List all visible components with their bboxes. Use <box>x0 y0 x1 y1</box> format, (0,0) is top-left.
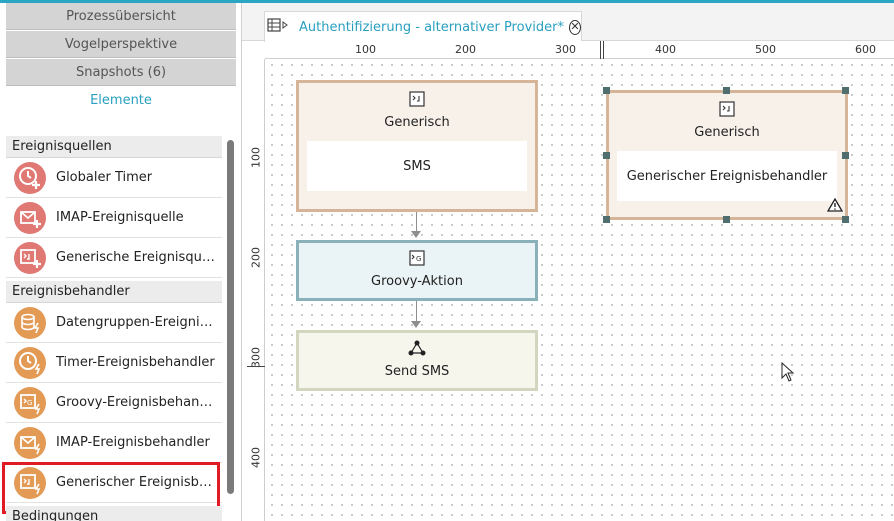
palette-item-label: IMAP-Ereignisbehandler <box>56 435 210 450</box>
resize-handle[interactable] <box>603 152 610 159</box>
ruler-label: 100 <box>355 43 376 56</box>
warning-icon <box>826 197 844 216</box>
palette-item-groovy-ereignisbehandler[interactable]: G Groovy-Ereignisbehandler <box>6 383 222 423</box>
node-generic-handler[interactable]: Generisch Generischer Ereignisbehandler <box>606 90 848 220</box>
ruler-label: 300 <box>555 43 576 56</box>
code-add-icon <box>14 241 46 274</box>
resize-handle[interactable] <box>603 87 610 94</box>
connector-line <box>416 212 417 232</box>
resize-handle[interactable] <box>842 216 849 223</box>
process-icon <box>267 17 293 37</box>
database-flash-icon <box>14 306 46 339</box>
action-network-icon <box>408 340 426 360</box>
timer-add-icon <box>14 161 46 194</box>
svg-text:G: G <box>27 399 32 407</box>
vertical-ruler: 100 200 300 400 <box>247 59 265 521</box>
resize-handle[interactable] <box>842 87 849 94</box>
node-content: Generischer Ereignisbehandler <box>617 151 837 201</box>
ruler-marker <box>600 41 601 59</box>
groovy-icon: G <box>409 250 425 270</box>
palette-item-generische-ereignisquelle[interactable]: Generische Ereignisquelle <box>6 238 222 278</box>
palette-scrollbar[interactable] <box>227 140 234 494</box>
resize-handle[interactable] <box>603 216 610 223</box>
connector-line <box>416 301 417 322</box>
ruler-label: 500 <box>755 43 776 56</box>
node-groovy-action[interactable]: G Groovy-Aktion <box>296 240 538 301</box>
mouse-cursor-icon <box>781 361 795 386</box>
groovy-flash-icon: G <box>14 386 46 419</box>
palette-item-label: Globaler Timer <box>56 170 153 185</box>
node-title: Groovy-Aktion <box>371 274 463 289</box>
editor-tab-bar: Authentifizierung - alternativer Provide… <box>242 3 894 42</box>
left-panel: Prozessübersicht Vogelperspektive Snapsh… <box>0 3 242 521</box>
mail-add-icon <box>14 201 46 234</box>
node-title: Send SMS <box>384 364 450 379</box>
accordion-prozessuebersicht[interactable]: Prozessübersicht <box>6 3 236 30</box>
section-bedingungen[interactable]: Bedingungen <box>6 506 222 521</box>
ruler-label: 300 <box>249 347 263 368</box>
node-title: Generisch <box>694 125 760 140</box>
section-ereignisquellen[interactable]: Ereignisquellen <box>6 136 222 158</box>
ruler-marker <box>247 366 265 367</box>
tab-authentifizierung[interactable]: Authentifizierung - alternativer Provide… <box>264 11 582 42</box>
ruler-marker <box>603 41 604 59</box>
accordion-vogelperspektive[interactable]: Vogelperspektive <box>6 31 236 58</box>
svg-text:G: G <box>416 255 421 263</box>
timer-flash-icon <box>14 346 46 379</box>
palette-item-label: Timer-Ereignisbehandler <box>56 355 215 370</box>
resize-handle[interactable] <box>723 87 730 94</box>
palette-item-label: Groovy-Ereignisbehandler <box>56 395 216 410</box>
section-ereignisbehandler[interactable]: Ereignisbehandler <box>6 281 222 303</box>
node-content: SMS <box>307 141 527 191</box>
top-accent-line <box>0 0 894 3</box>
palette-item-generischer-ereignisbehandler[interactable]: Generischer Ereignisbeh... <box>6 463 222 503</box>
horizontal-ruler: 100 200 300 400 500 600 <box>265 41 894 59</box>
resize-handle[interactable] <box>842 152 849 159</box>
node-send-sms[interactable]: Send SMS <box>296 330 538 391</box>
ruler-label: 100 <box>249 147 263 168</box>
code-icon <box>409 91 425 111</box>
palette-item-globaler-timer[interactable]: Globaler Timer <box>6 158 222 198</box>
palette-item-imap-ereignisquelle[interactable]: IMAP-Ereignisquelle <box>6 198 222 238</box>
resize-handle[interactable] <box>723 216 730 223</box>
node-title: Generisch <box>384 115 450 130</box>
palette-item-label: Datengruppen-Ereignisb... <box>56 315 216 330</box>
code-flash-icon <box>14 466 46 499</box>
mail-flash-icon <box>14 426 46 459</box>
palette-item-timer-ereignisbehandler[interactable]: Timer-Ereignisbehandler <box>6 343 222 383</box>
palette-item-label: IMAP-Ereignisquelle <box>56 210 184 225</box>
connector-arrow <box>411 231 421 238</box>
accordion-elemente[interactable]: Elemente <box>6 87 236 114</box>
node-generic-source[interactable]: Generisch SMS <box>296 80 538 212</box>
accordion-snapshots[interactable]: Snapshots (6) <box>6 59 236 86</box>
code-icon <box>719 101 735 121</box>
palette-item-imap-ereignisbehandler[interactable]: IMAP-Ereignisbehandler <box>6 423 222 463</box>
close-icon[interactable]: ✕ <box>568 19 581 35</box>
palette-item-label: Generische Ereignisquelle <box>56 250 216 265</box>
ruler-label: 200 <box>249 247 263 268</box>
connector-arrow <box>411 321 421 328</box>
ruler-label: 200 <box>455 43 476 56</box>
ruler-label: 600 <box>855 43 876 56</box>
tab-label: Authentifizierung - alternativer Provide… <box>299 19 564 35</box>
ruler-label: 400 <box>249 447 263 468</box>
palette-item-datengruppen-ereignisbehandler[interactable]: Datengruppen-Ereignisb... <box>6 303 222 343</box>
ruler-label: 400 <box>655 43 676 56</box>
